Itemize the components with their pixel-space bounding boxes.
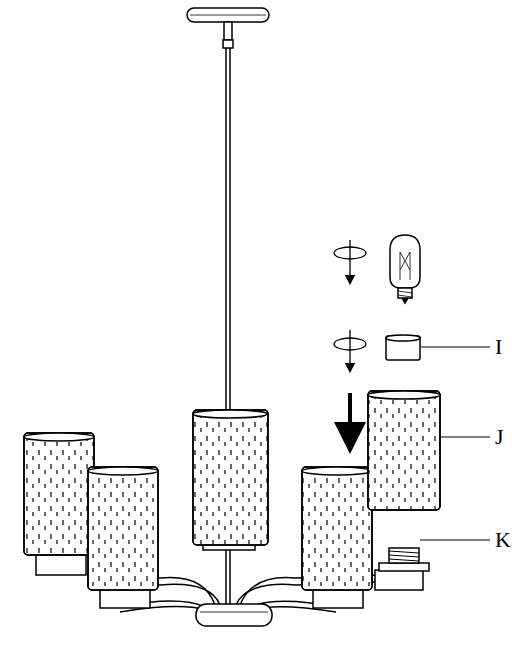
part-label: K bbox=[494, 529, 512, 551]
part-label: J bbox=[494, 426, 505, 448]
part-label: I bbox=[494, 336, 503, 358]
